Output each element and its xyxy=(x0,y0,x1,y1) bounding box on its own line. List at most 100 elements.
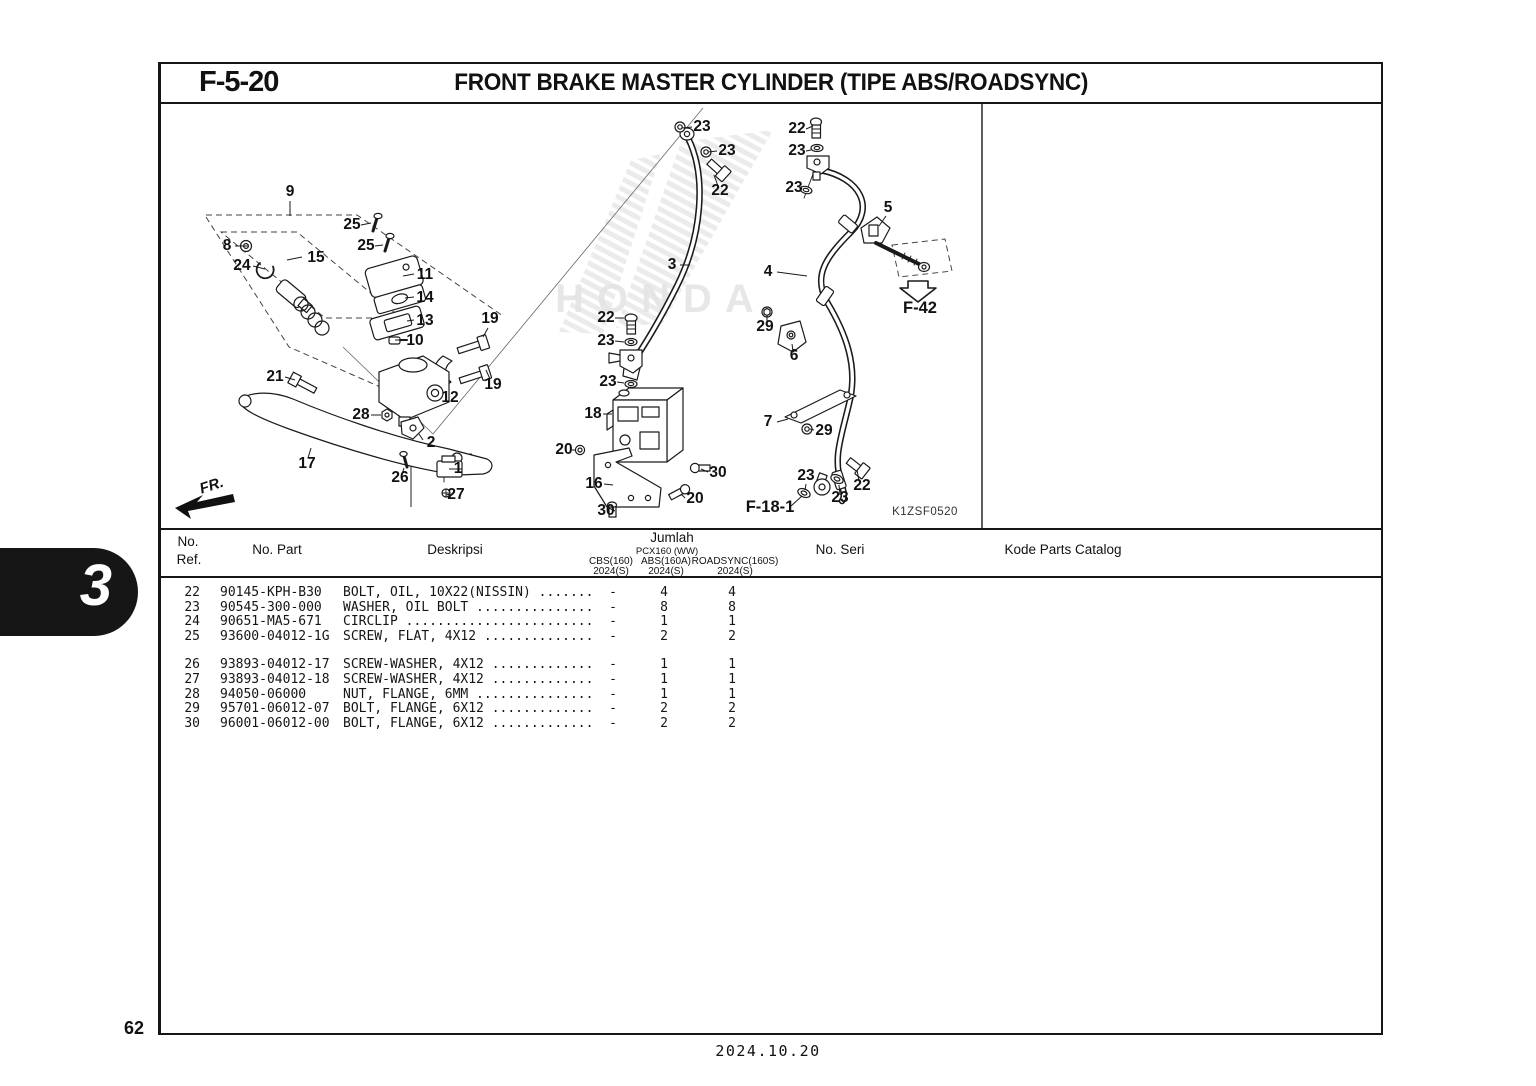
callout-leader xyxy=(776,418,789,423)
callout-leader xyxy=(680,493,686,499)
row-qty-roadsync: 1 xyxy=(728,671,736,687)
group-outline xyxy=(205,216,402,397)
callout-leader xyxy=(878,215,887,227)
oil-washer-part xyxy=(799,185,813,195)
callout-6: 6 xyxy=(790,347,799,364)
title-bar: F-5-20 FRONT BRAKE MASTER CYLINDER (TIPE… xyxy=(161,64,1381,104)
row-description: NUT, FLANGE, 6MM ............... xyxy=(343,686,594,702)
callout-22: 22 xyxy=(788,120,805,137)
row-spacer xyxy=(200,586,220,601)
row-description: BOLT, FLANGE, 6X12 ............. xyxy=(343,715,594,731)
callout-leader xyxy=(799,187,803,191)
row-qty-cbs: - xyxy=(609,657,617,673)
callout-1: 1 xyxy=(454,460,463,477)
header-cbs-year: 2024(S) xyxy=(593,566,629,577)
callout-25: 25 xyxy=(343,216,361,233)
callout-7: 7 xyxy=(764,413,773,430)
oil-washer-part xyxy=(624,379,638,389)
callout-FR.: FR. xyxy=(197,474,225,498)
callout-leader xyxy=(776,271,808,277)
spring-part xyxy=(293,296,330,336)
construction-line xyxy=(432,107,704,435)
row-qty-roadsync: 1 xyxy=(728,686,736,702)
row-part-number: 93893-04012-18 xyxy=(220,671,330,687)
callout-leader xyxy=(856,469,860,482)
flange-bolt-part xyxy=(606,501,618,518)
callout-leader xyxy=(284,376,296,381)
row-qty-roadsync: 2 xyxy=(728,628,736,644)
header-abs: ABS(160A) xyxy=(640,556,692,567)
row-ref: 24 xyxy=(184,614,200,630)
callout-28: 28 xyxy=(352,406,370,423)
callout-20: 20 xyxy=(555,441,572,458)
header-no-seri: No. Seri xyxy=(815,542,865,557)
callout-4: 4 xyxy=(764,263,773,280)
hose-banjo-end xyxy=(806,155,830,181)
callout-leader xyxy=(805,125,814,130)
row-spacer xyxy=(200,717,220,732)
oil-bolt-part xyxy=(809,117,823,139)
oil-washer-part xyxy=(674,121,712,158)
row-qty-roadsync: 4 xyxy=(728,585,736,600)
callout-25: 25 xyxy=(357,237,375,254)
callout-20: 20 xyxy=(686,490,703,507)
header-kode-parts-catalog: Kode Parts Catalog xyxy=(1004,542,1122,557)
oil-bolt-part xyxy=(706,158,732,183)
row-qty-roadsync: 2 xyxy=(728,701,736,717)
oil-bolt-part xyxy=(845,457,871,480)
row-spacer xyxy=(200,658,220,673)
flange-bolt-part xyxy=(574,444,586,456)
screw-washer-part xyxy=(399,450,409,469)
diagram-panel: HONDA xyxy=(161,104,1381,528)
row-description: WASHER, OIL BOLT ............... xyxy=(343,599,594,615)
callout-23: 23 xyxy=(597,332,615,349)
callout-2: 2 xyxy=(427,434,436,451)
row-description: BOLT, OIL, 10X22(NISSIN) ....... xyxy=(343,585,594,600)
row-qty-abs: 1 xyxy=(660,657,668,673)
callout-10: 10 xyxy=(406,332,423,349)
flange-nut-part xyxy=(381,408,393,422)
callout-23: 23 xyxy=(785,179,803,196)
oil-bolt-part xyxy=(624,313,638,335)
callout-19: 19 xyxy=(481,310,499,327)
callout-23: 23 xyxy=(797,467,815,484)
callout-30: 30 xyxy=(597,502,614,519)
callout-13: 13 xyxy=(416,312,434,329)
pivot-bolt-part xyxy=(287,371,318,394)
callout-8: 8 xyxy=(223,237,232,254)
row-description: BOLT, FLANGE, 6X12 ............. xyxy=(343,701,594,717)
callout-leader xyxy=(616,381,625,384)
callout-9: 9 xyxy=(286,183,295,200)
callout-leader xyxy=(402,273,415,277)
group-outline xyxy=(206,214,504,317)
row-qty-cbs: - xyxy=(609,614,617,630)
row-qty-cbs: - xyxy=(609,671,617,687)
header-model: PCX160 (WW) xyxy=(635,546,699,557)
row-part-number: 94050-06000 xyxy=(220,686,307,702)
callout-leader xyxy=(418,433,424,441)
modulator-bracket xyxy=(593,447,662,508)
group-box-f42 xyxy=(891,238,953,278)
piston-part xyxy=(275,279,313,314)
row-qty-roadsync: 8 xyxy=(728,599,736,615)
callout-leader xyxy=(608,507,616,512)
callout-14: 14 xyxy=(416,289,434,306)
row-spacer xyxy=(200,702,220,717)
callout-leader xyxy=(603,483,614,486)
callout-leader xyxy=(360,222,372,226)
callout-23: 23 xyxy=(831,489,849,506)
callout-22: 22 xyxy=(711,182,728,199)
callout-leader xyxy=(838,484,841,496)
callout-21: 21 xyxy=(266,368,284,385)
section-tab: 3 xyxy=(0,548,138,636)
callout-leader xyxy=(485,369,491,380)
callout-leader xyxy=(286,256,303,261)
callout-29: 29 xyxy=(756,318,774,335)
row-part-number: 95701-06012-07 xyxy=(220,701,330,717)
f42-arrow-icon xyxy=(899,280,937,303)
row-part-number: 90145-KPH-B30 xyxy=(220,585,322,600)
callout-F-18-1: F-18-1 xyxy=(746,498,795,516)
callout-leader xyxy=(614,340,625,343)
